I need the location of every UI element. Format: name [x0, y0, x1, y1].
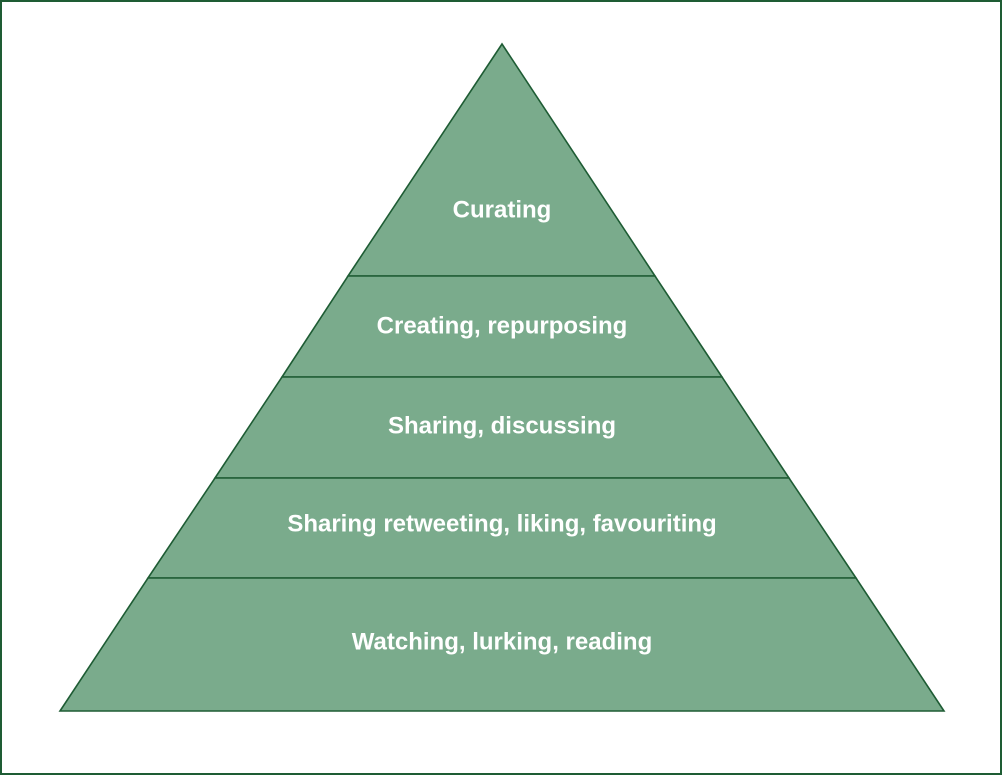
tier-label-sharing-discussing: Sharing, discussing	[388, 412, 616, 439]
tier-label-curating: Curating	[453, 196, 552, 223]
tier-label-watching: Watching, lurking, reading	[352, 628, 652, 655]
tier-shape-watching	[58, 577, 946, 712]
tier-label-creating: Creating, repurposing	[377, 312, 628, 339]
tier-shape-curating	[346, 42, 657, 277]
tier-label-sharing-retweeting: Sharing retweeting, liking, favouriting	[287, 510, 716, 537]
